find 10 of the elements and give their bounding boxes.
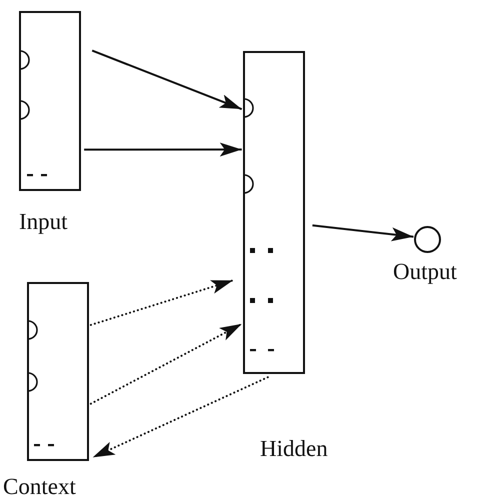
layer-label: Hidden [260,436,328,462]
arrow [84,142,242,157]
arrow [312,224,414,242]
layer-label: Output [393,259,457,285]
layer-label: Input [19,209,68,235]
dotted-arrow [92,376,269,458]
dotted-arrow [90,279,234,326]
arrow [92,50,242,110]
dotted-arrow [90,322,243,405]
layer-label: Context [3,474,76,500]
